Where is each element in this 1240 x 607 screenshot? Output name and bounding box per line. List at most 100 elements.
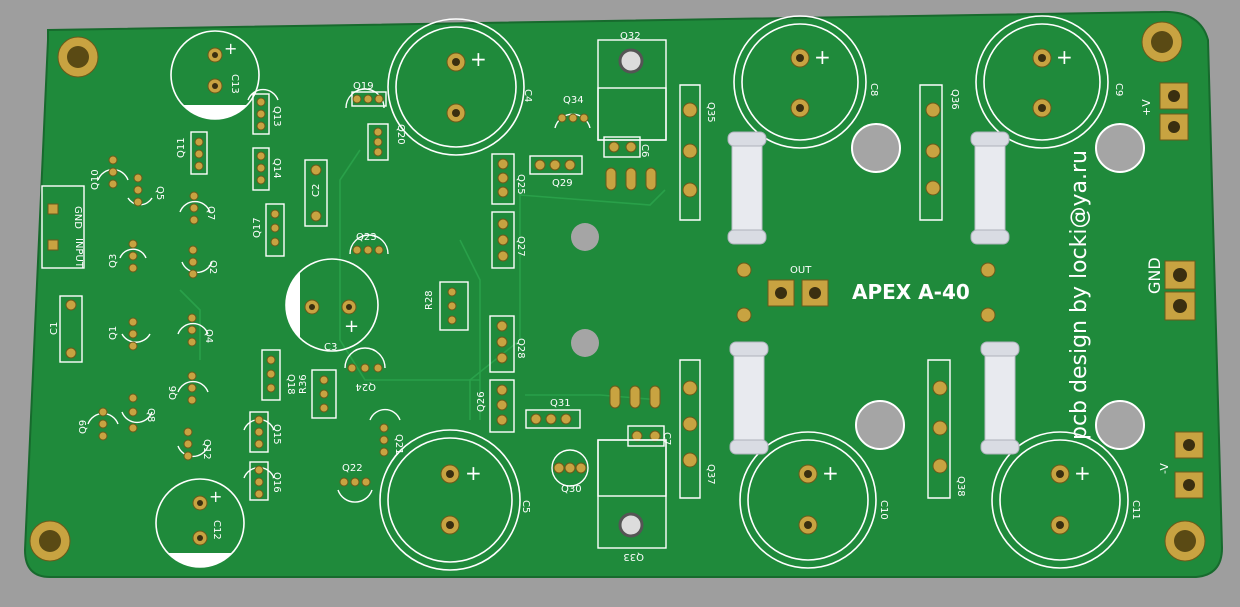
strip-q35: Q35 bbox=[679, 84, 716, 221]
label-c2: C2 bbox=[311, 184, 322, 197]
label-q31: Q31 bbox=[550, 398, 571, 409]
label-q5: Q5 bbox=[154, 186, 165, 200]
mount-hole-top-right bbox=[1141, 21, 1183, 63]
q34: Q34 bbox=[554, 95, 591, 129]
label-q2: Q2 bbox=[207, 260, 218, 274]
label-q34: Q34 bbox=[563, 95, 584, 106]
cap-c6: C6 bbox=[603, 136, 650, 158]
label-c13: C13 bbox=[229, 74, 240, 94]
strip-q36: Q36 bbox=[919, 84, 960, 221]
label-q27: Q27 bbox=[515, 236, 526, 257]
minus-v-label: -V bbox=[1158, 463, 1171, 474]
plus-mark: + bbox=[224, 39, 237, 58]
label-c4: C4 bbox=[522, 89, 533, 102]
cap-c10: + C10 bbox=[739, 431, 889, 569]
label-q7: Q7 bbox=[205, 206, 216, 220]
resistor-top-right bbox=[970, 131, 1010, 245]
q16: Q16 bbox=[243, 461, 282, 501]
r28: R28 bbox=[424, 281, 469, 331]
label-c8: C8 bbox=[868, 83, 879, 96]
label-q17: Q17 bbox=[252, 217, 263, 238]
driver-pads-top bbox=[605, 167, 657, 191]
label-q22: Q22 bbox=[342, 463, 363, 474]
q13: Q13 bbox=[247, 88, 282, 135]
resistor-top-left bbox=[727, 131, 767, 245]
label-q16: Q16 bbox=[271, 472, 282, 493]
label-q26: Q26 bbox=[476, 391, 487, 412]
q30: Q30 bbox=[551, 449, 589, 495]
label-q25: Q25 bbox=[515, 174, 526, 195]
q8: Q8 bbox=[121, 393, 156, 433]
q25: Q25 bbox=[491, 153, 526, 205]
q5: Q5 bbox=[127, 173, 165, 207]
driver-pads-bottom bbox=[609, 385, 661, 409]
q31: Q31 bbox=[525, 398, 581, 429]
label-c11: C11 bbox=[1130, 500, 1141, 520]
label-c6: C6 bbox=[639, 144, 650, 157]
plus-mark: + bbox=[209, 487, 222, 506]
label-c10: C10 bbox=[878, 500, 889, 520]
cap-c9: + C9 bbox=[975, 15, 1124, 149]
mount-hole-bottom-left bbox=[29, 520, 71, 562]
q9: Q9 bbox=[78, 407, 119, 441]
label-q13: Q13 bbox=[271, 106, 282, 127]
label-r36: R36 bbox=[298, 374, 309, 394]
label-q20: Q20 bbox=[395, 124, 406, 145]
label-q14: Q14 bbox=[271, 158, 282, 179]
board-credit: pcb design by locki@ya.ru bbox=[1067, 150, 1092, 440]
board-title: APEX A-40 bbox=[852, 280, 970, 304]
plus-mark: + bbox=[344, 316, 359, 337]
gnd-input-gnd-label: GND bbox=[72, 206, 83, 229]
q3: Q3 bbox=[108, 239, 147, 273]
gnd-label: GND bbox=[1145, 257, 1164, 294]
q18: Q18 bbox=[261, 349, 296, 401]
label-c5: C5 bbox=[520, 500, 531, 513]
label-c12: C12 bbox=[211, 520, 222, 540]
power-transistor-strips: Q35 Q36 Q37 Q38 bbox=[679, 84, 966, 499]
label-q12: Q12 bbox=[201, 439, 212, 460]
cap-c13: + C13 bbox=[170, 30, 260, 120]
medium-capacitors: + C13 + C12 + C3 bbox=[155, 30, 379, 568]
ceramic-resistors bbox=[727, 131, 1020, 455]
terminal-pads bbox=[41, 82, 1204, 499]
q19: Q19 bbox=[345, 81, 387, 109]
q7: Q7 bbox=[179, 191, 216, 225]
q28: Q28 bbox=[489, 315, 526, 373]
r36: R36 bbox=[298, 369, 337, 419]
label-q19: Q19 bbox=[353, 81, 374, 92]
label-q24: Q24 bbox=[355, 381, 376, 392]
q17: Q17 bbox=[252, 203, 285, 257]
label-q36: Q36 bbox=[949, 89, 960, 110]
plus-mark: + bbox=[470, 47, 487, 71]
label-c9: C9 bbox=[1113, 83, 1124, 96]
cap-c8: + C8 bbox=[733, 15, 879, 149]
cap-c4: + C4 bbox=[387, 18, 533, 156]
mount-hole-top-left bbox=[57, 36, 99, 78]
label-q28: Q28 bbox=[515, 338, 526, 359]
label-q32: Q32 bbox=[620, 31, 641, 42]
plus-mark: + bbox=[1056, 45, 1073, 69]
label-q9: Q9 bbox=[78, 420, 89, 434]
label-r28: R28 bbox=[424, 290, 435, 310]
q24: Q24 bbox=[344, 347, 386, 392]
q15: Q15 bbox=[243, 411, 282, 453]
cap-c3: + C3 bbox=[285, 258, 379, 353]
resistor-bottom-right bbox=[980, 341, 1020, 455]
label-c7: C7 bbox=[661, 432, 672, 445]
label-q4: Q4 bbox=[203, 329, 214, 343]
q27: Q27 bbox=[491, 211, 526, 269]
copper-traces bbox=[179, 149, 666, 420]
label-q21: Q21 bbox=[393, 434, 404, 455]
input-terminal-outline bbox=[41, 185, 85, 269]
label-c1: C1 bbox=[49, 322, 60, 335]
cap-c12: + C12 bbox=[155, 478, 245, 568]
label-q38: Q38 bbox=[955, 476, 966, 497]
label-q35: Q35 bbox=[705, 102, 716, 123]
label-q6: Q6 bbox=[168, 386, 179, 400]
cap-c7: C7 bbox=[627, 425, 672, 447]
plus-mark: + bbox=[822, 461, 839, 485]
label-q23: Q23 bbox=[356, 232, 377, 243]
q23: Q23 bbox=[349, 232, 389, 255]
cap-c11: + C11 bbox=[991, 431, 1141, 569]
q2: Q2 bbox=[181, 245, 218, 279]
